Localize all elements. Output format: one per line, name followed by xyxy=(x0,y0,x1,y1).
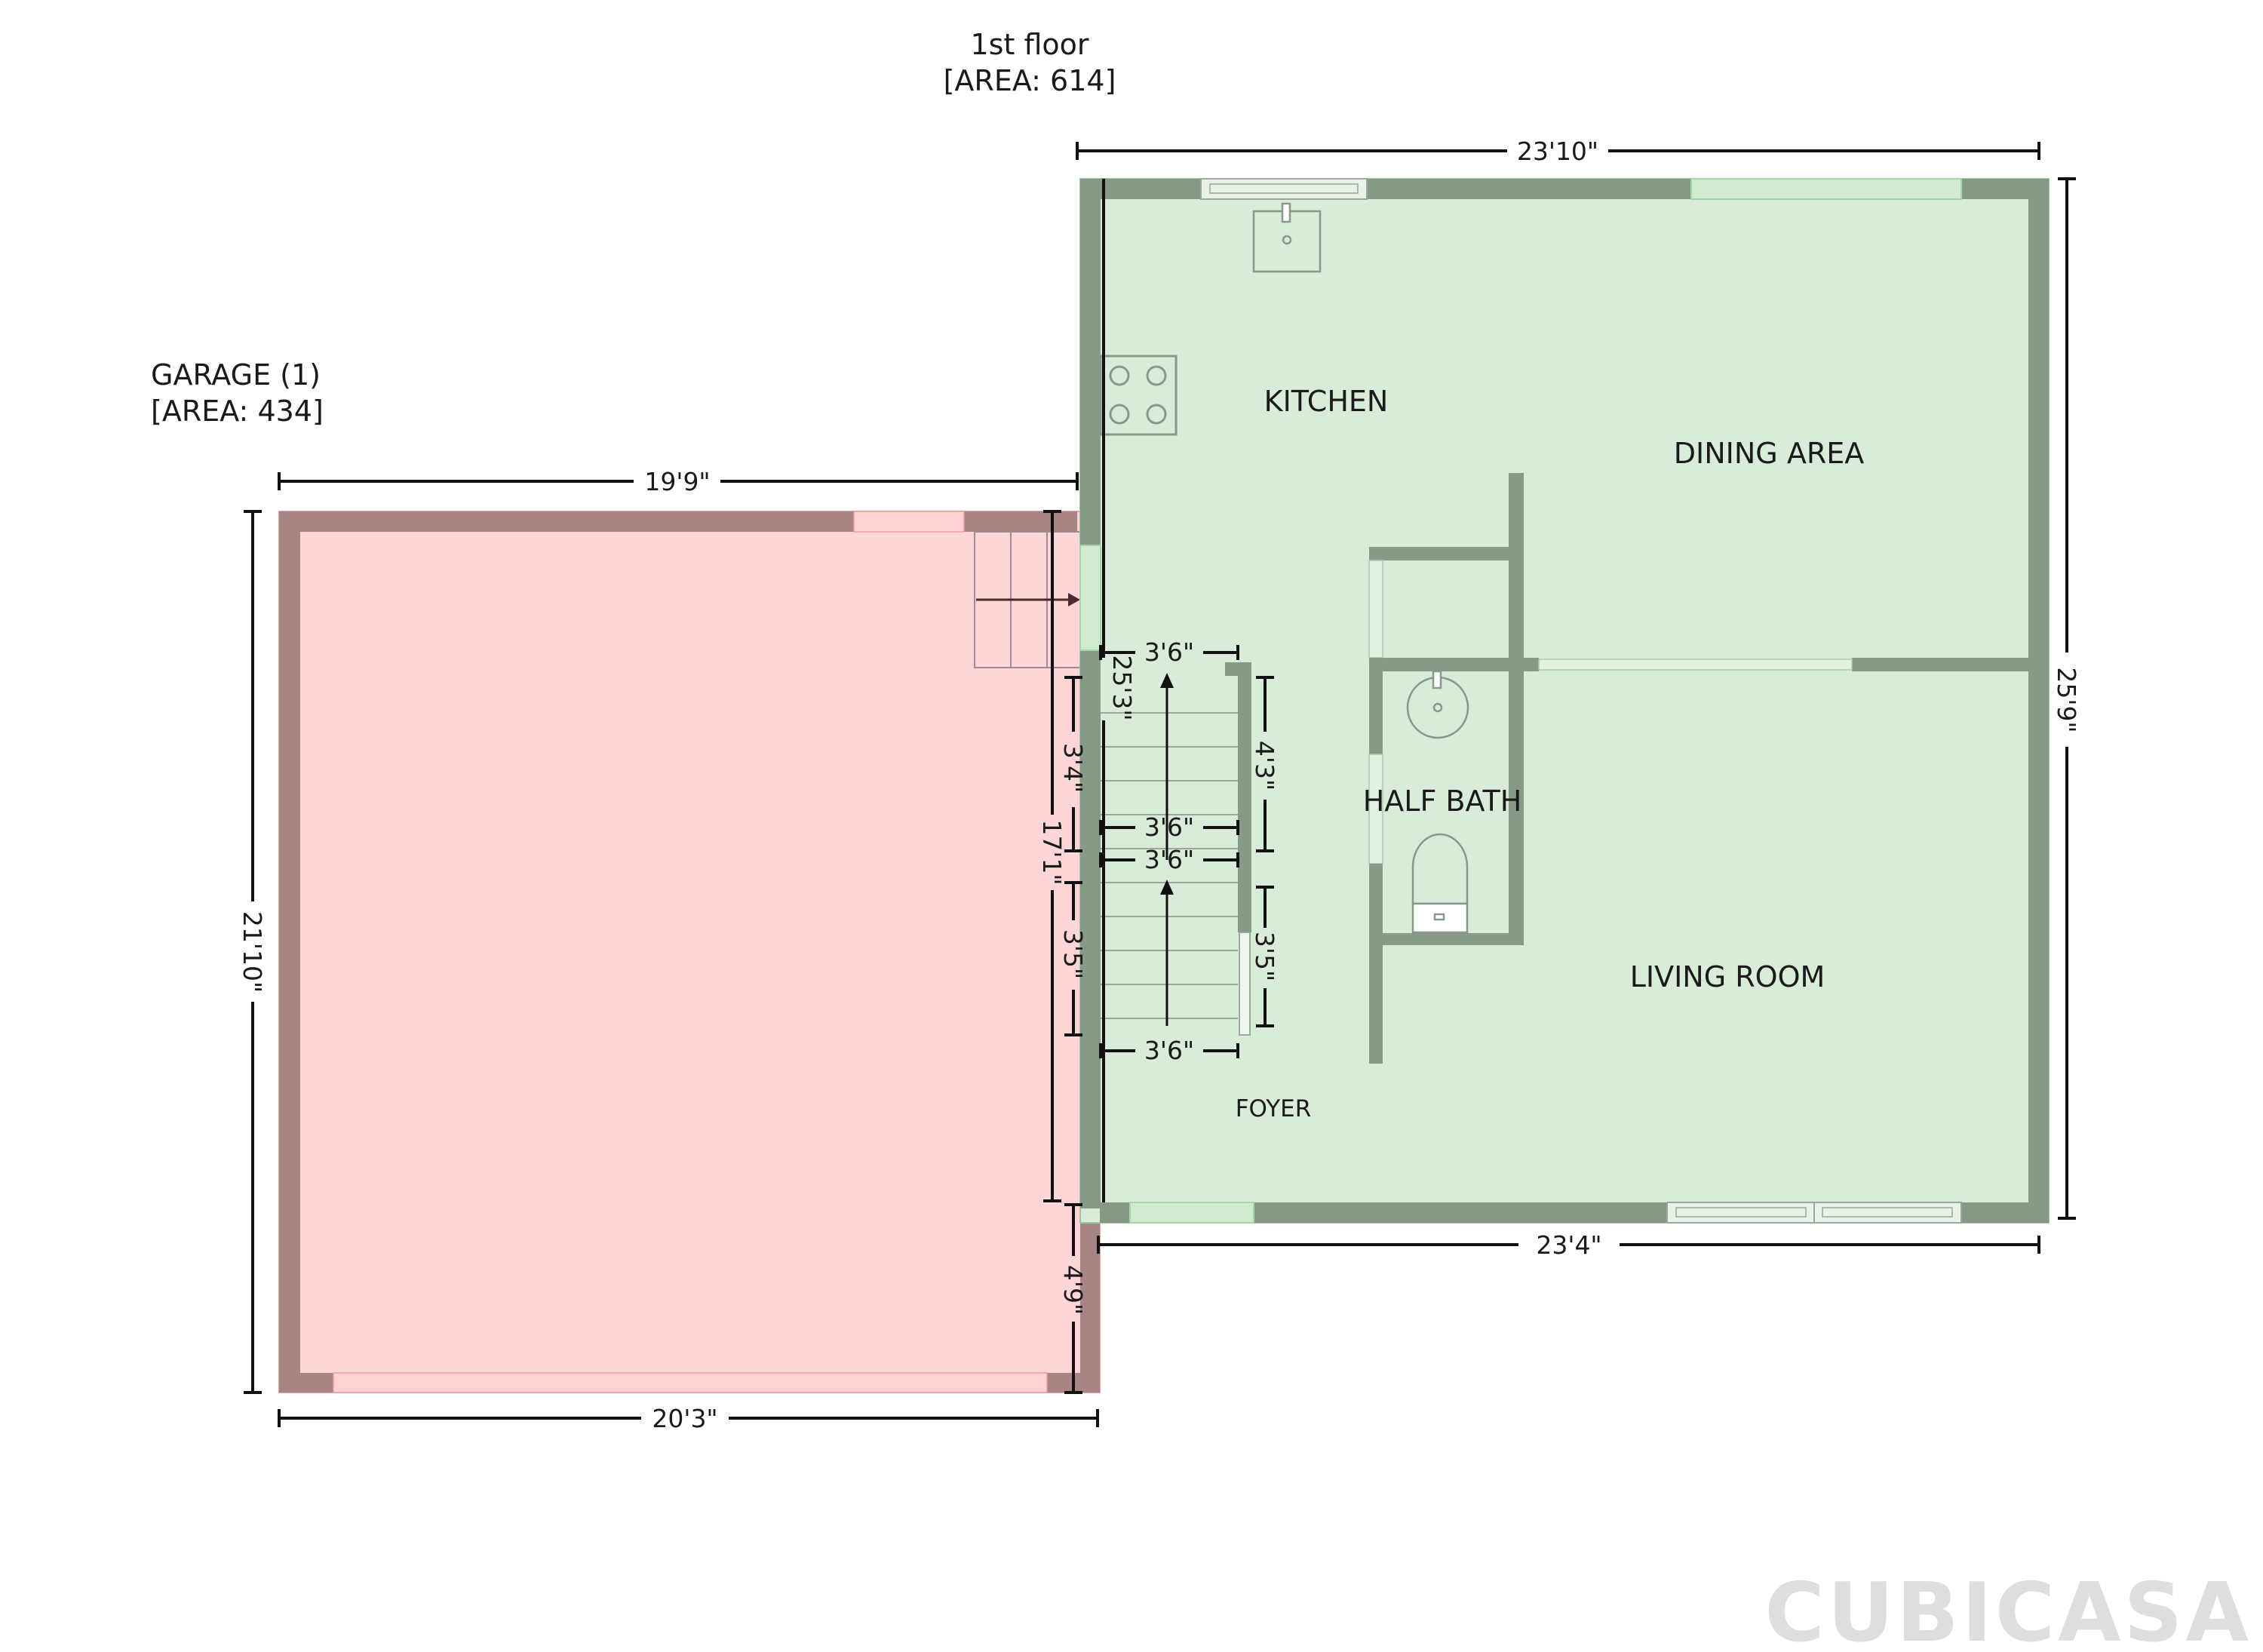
dim-label-stair-4-3: 4'3" xyxy=(1250,741,1279,791)
wall-bath-top xyxy=(1369,658,1539,671)
garage xyxy=(278,511,1101,1393)
stair-arrow-upper xyxy=(1160,673,1174,860)
dim-label-house-left-inner: 25'3" xyxy=(1107,655,1137,720)
house xyxy=(1079,178,2050,1224)
window-kitchen xyxy=(1200,178,1368,200)
door-garage-house xyxy=(1079,545,1101,651)
room-label-living: LIVING ROOM xyxy=(1630,960,1825,993)
garage-door-bottom xyxy=(333,1372,1048,1393)
dim-label-stair-width-1: 3'6" xyxy=(1144,637,1194,667)
dim-stair-17-1: 17'1" xyxy=(1037,510,1067,1202)
floor-area: [AREA: 614] xyxy=(944,64,1116,97)
dim-label-stair-3-4: 3'4" xyxy=(1058,743,1088,793)
dim-label-stair-width-4: 3'6" xyxy=(1144,1036,1194,1065)
dim-stair-width-1: 3'6" xyxy=(1099,637,1239,667)
house-wall-bottom-left xyxy=(1100,1202,1130,1223)
opening-closet xyxy=(1368,560,1383,659)
wall-bath-bottom xyxy=(1369,933,1524,945)
dim-label-stair-4-9: 4'9" xyxy=(1058,1265,1088,1315)
house-wall-left-lower xyxy=(1080,650,1101,1208)
garage-wall-top xyxy=(279,511,854,532)
kitchen-sink-icon xyxy=(1252,202,1322,273)
dim-stair-3-5-right: 3'5" xyxy=(1250,886,1279,1027)
cubicasa-logo: CUBICASA xyxy=(1764,1566,2252,1652)
dim-label-garage-left: 21'10" xyxy=(238,911,267,993)
garage-area: [AREA: 434] xyxy=(151,395,324,428)
garage-steps-arrow xyxy=(976,593,1080,606)
dim-stair-width-3: 3'6" xyxy=(1099,845,1239,874)
garage-name: GARAGE (1) xyxy=(151,358,321,392)
opening-dining-living xyxy=(1538,659,1853,671)
dim-label-garage-bottom: 20'3" xyxy=(652,1404,717,1433)
dim-garage-left: 21'10" xyxy=(238,510,267,1394)
stair-treads xyxy=(1101,712,1238,1019)
house-wall-bottom-mid xyxy=(1254,1202,1667,1223)
room-label-dining: DINING AREA xyxy=(1674,437,1864,470)
garage-wall-left xyxy=(279,511,300,1393)
dim-label-stair-3-5-left: 3'5" xyxy=(1058,929,1088,979)
floor-name: 1st floor xyxy=(970,28,1089,61)
dim-label-stair-width-2: 3'6" xyxy=(1144,812,1194,842)
stair-arrow-lower xyxy=(1160,880,1174,1026)
dim-house-top: 23'10" xyxy=(1076,137,2040,166)
wall-bath-closet-top xyxy=(1369,547,1512,560)
garage-door-top xyxy=(853,511,965,533)
room-label-kitchen: KITCHEN xyxy=(1264,385,1389,418)
window-living xyxy=(1666,1202,1962,1224)
dim-stair-width-4: 3'6" xyxy=(1099,1036,1239,1065)
dim-garage-top: 19'9" xyxy=(278,467,1079,496)
dim-label-house-top: 23'10" xyxy=(1517,137,1598,166)
wall-dining-vertical xyxy=(1509,473,1524,937)
toilet-icon xyxy=(1411,833,1469,934)
room-label-half-bath: HALF BATH xyxy=(1363,785,1522,818)
stair-rail xyxy=(1239,932,1251,1036)
dim-stair-3-5-left: 3'5" xyxy=(1058,881,1088,1036)
wall-bath-left xyxy=(1369,658,1383,754)
house-wall-left-upper xyxy=(1080,179,1101,545)
stove-icon xyxy=(1099,355,1178,436)
dim-stair-3-4: 3'4" xyxy=(1058,676,1088,852)
garage-floor xyxy=(278,511,1101,1393)
dim-label-stair-17-1: 17'1" xyxy=(1037,819,1067,885)
dim-label-stair-3-5-right: 3'5" xyxy=(1250,932,1279,981)
dim-label-garage-top: 19'9" xyxy=(644,467,710,496)
door-front xyxy=(1129,1202,1254,1224)
house-wall-bottom-right xyxy=(1961,1202,2049,1223)
wall-living-top xyxy=(1852,658,2033,671)
garage-wall-right xyxy=(1080,1207,1100,1393)
dim-label-house-bottom: 23'4" xyxy=(1536,1230,1601,1260)
garage-wall-bottom-left xyxy=(279,1373,333,1393)
dim-label-house-right: 25'9" xyxy=(2052,667,2081,732)
dim-stair-4-9: 4'9" xyxy=(1058,1203,1088,1394)
wall-bath-left-lower xyxy=(1369,864,1383,1064)
stair-wall-right xyxy=(1238,662,1251,932)
window-dining xyxy=(1690,178,1962,200)
house-wall-top-mid xyxy=(1367,179,1691,199)
wall-bath-left-upper xyxy=(1369,547,1383,560)
house-wall-right xyxy=(2028,179,2049,1223)
dim-house-right: 25'9" xyxy=(2052,177,2081,1220)
dim-garage-bottom: 20'3" xyxy=(278,1404,1099,1433)
room-label-foyer: FOYER xyxy=(1236,1095,1312,1122)
dim-house-bottom: 23'4" xyxy=(1097,1230,2040,1260)
dim-house-left-inner: 25'3" xyxy=(1102,179,1137,1202)
bath-sink-icon xyxy=(1406,670,1469,739)
dim-label-stair-width-3: 3'6" xyxy=(1144,845,1194,874)
dim-stair-4-3: 4'3" xyxy=(1250,676,1279,852)
house-floor xyxy=(1079,178,2050,1224)
garage-wall-top-right xyxy=(964,511,1077,532)
staircase xyxy=(1101,662,1251,1036)
dim-stair-width-2: 3'6" xyxy=(1099,812,1239,842)
